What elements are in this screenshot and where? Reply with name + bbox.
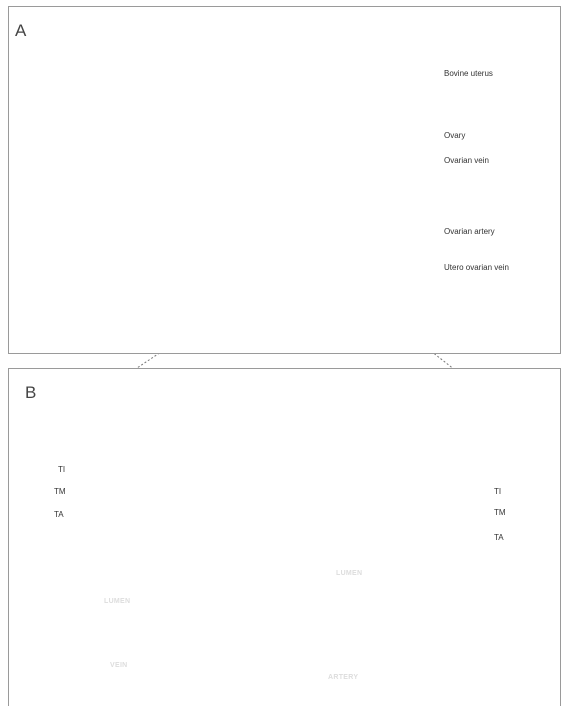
panel-b: B [8,368,561,706]
label-right-tm: TM [494,508,506,517]
label-vein: VEIN [110,662,128,669]
label-left-ti: TI [58,465,65,474]
panel-a: A [8,6,561,354]
panel-b-letter: B [25,383,36,403]
label-ovary: Ovary [444,131,465,140]
label-utero-ovarian-vein: Utero ovarian vein [444,263,509,272]
label-lumen-vein: LUMEN [104,598,130,605]
label-left-ta: TA [54,510,64,519]
label-ovarian-vein: Ovarian vein [444,156,489,165]
label-artery: ARTERY [328,674,358,681]
label-bovine-uterus: Bovine uterus [444,69,493,78]
label-ovarian-artery: Ovarian artery [444,227,495,236]
label-lumen-artery: LUMEN [336,570,362,577]
label-right-ta: TA [494,533,504,542]
label-right-ti: TI [494,487,501,496]
panel-a-letter: A [15,21,26,41]
label-left-tm: TM [54,487,66,496]
